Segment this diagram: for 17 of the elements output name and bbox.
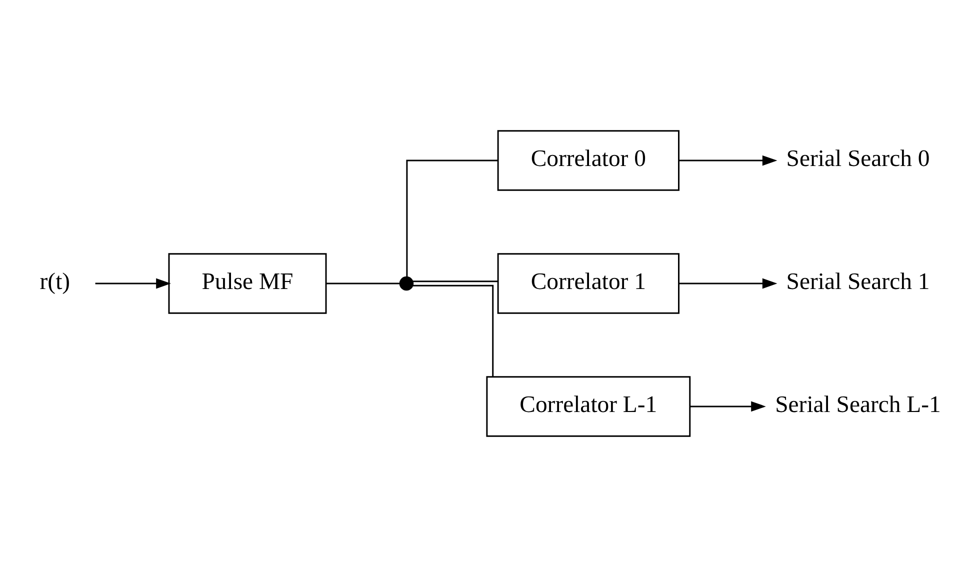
node-picture [399,276,414,290]
node-text: r(t) [40,268,70,295]
connector [412,284,494,376]
arrow [690,400,766,412]
arrow [678,154,778,166]
arrow [95,278,171,288]
arrow [678,278,778,288]
node-text: Serial Search 0 [786,146,930,172]
node-text: Serial Search L-1 [775,392,941,418]
connector [406,159,498,276]
connector [326,282,400,284]
node-box: Correlator 1 [497,252,680,314]
node-text: Serial Search 1 [786,268,930,295]
node-box: Correlator L-1 [486,376,691,436]
node-box: Pulse MF [168,252,327,314]
connector [412,280,498,282]
node-box: Correlator 0 [497,130,680,190]
